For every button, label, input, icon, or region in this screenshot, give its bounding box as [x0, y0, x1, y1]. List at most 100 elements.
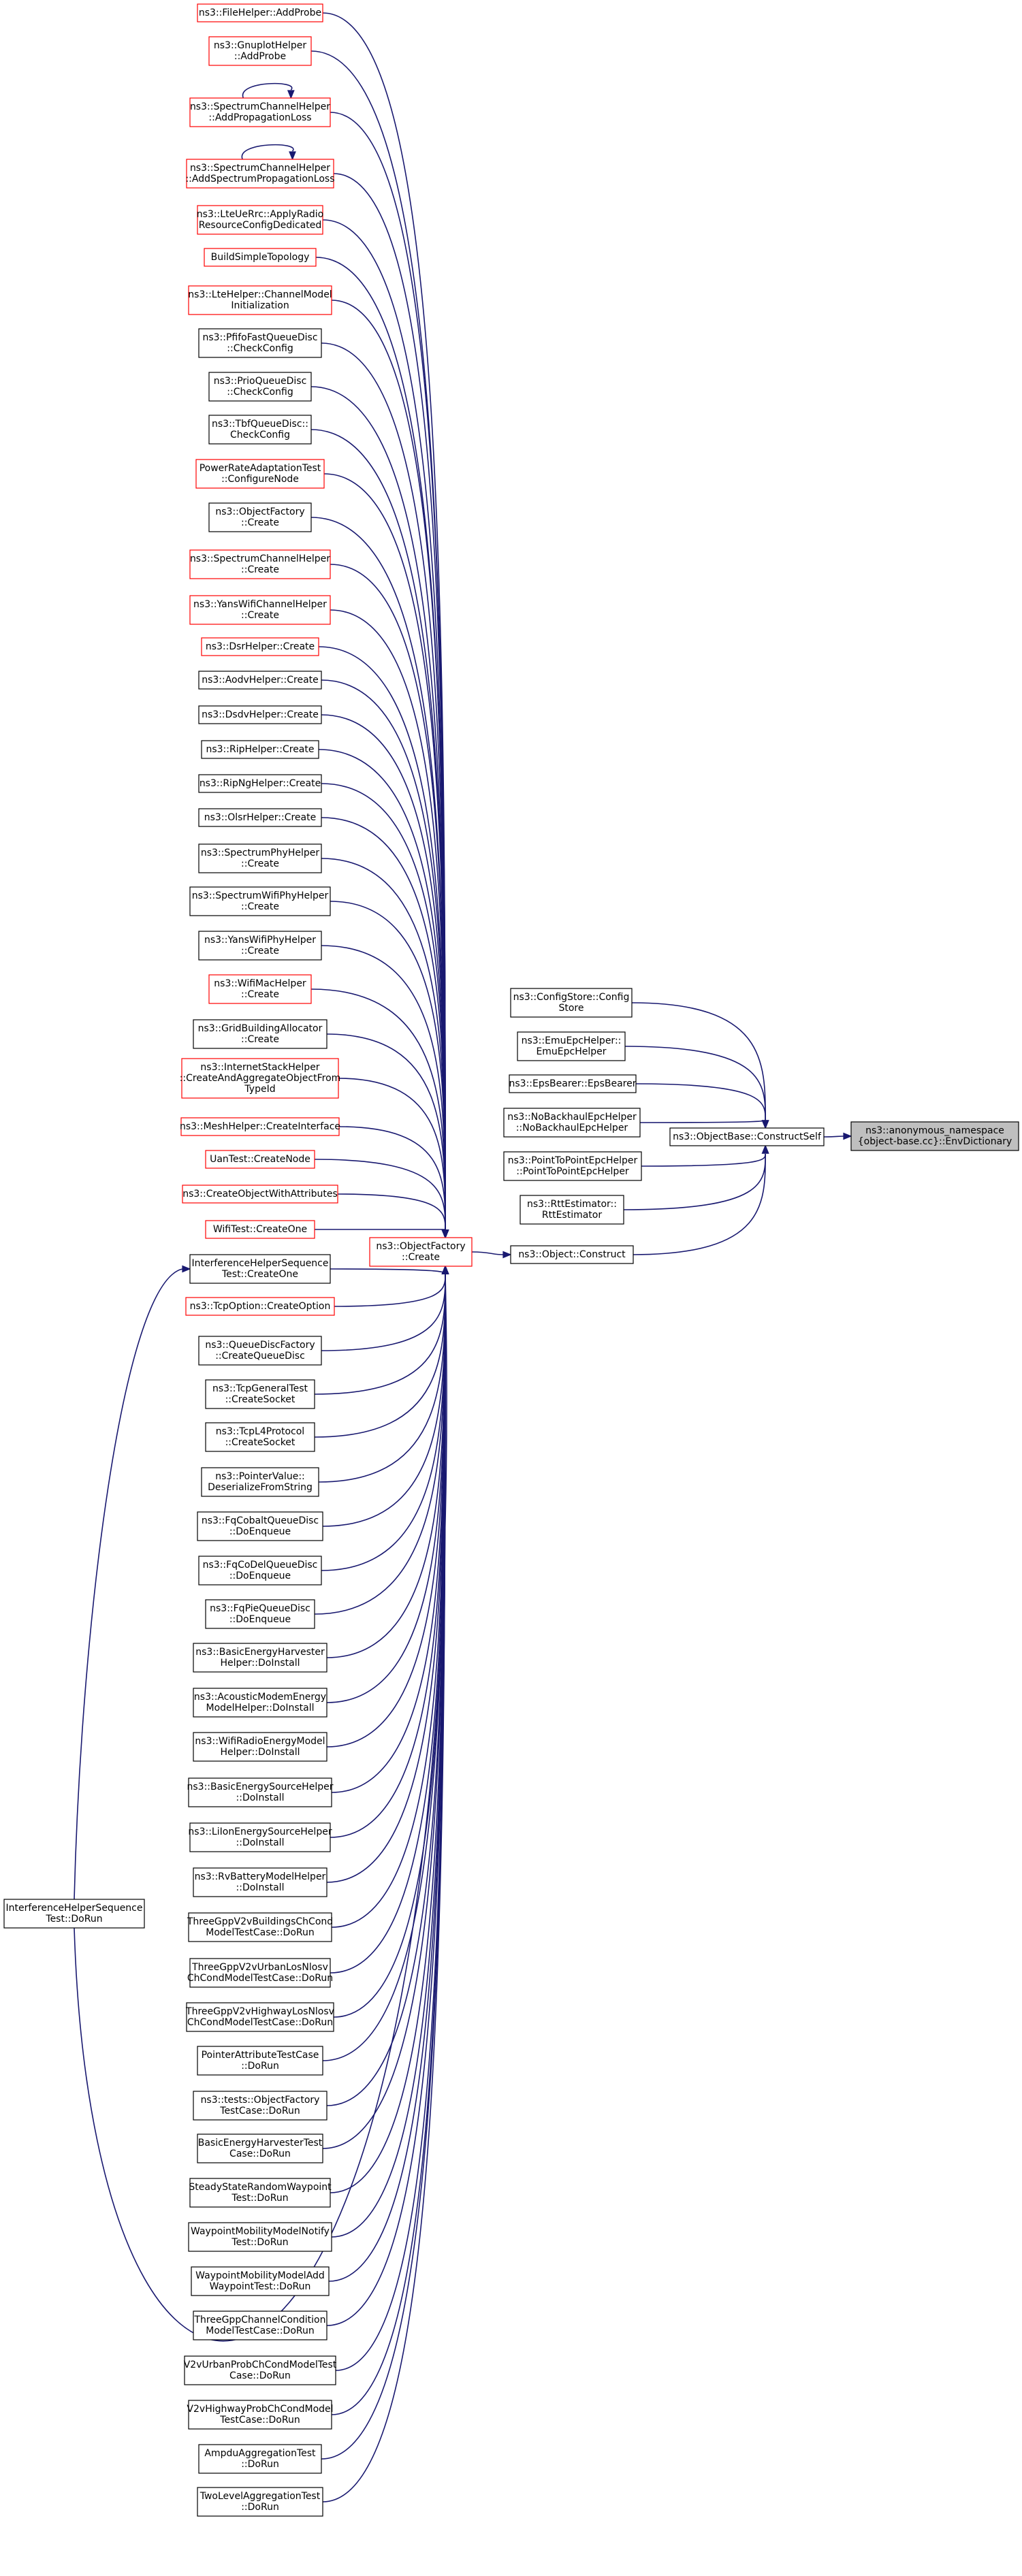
graph-node-m4[interactable]: ns3::PointToPointEpcHelper::PointToPoint… — [503, 1151, 642, 1181]
graph-node-n16[interactable]: ns3::DsdvHelper::Create — [198, 705, 322, 724]
graph-node-m1[interactable]: ns3::EmuEpcHelper::EmuEpcHelper — [517, 1031, 626, 1061]
graph-node-m2[interactable]: ns3::EpsBearer::EpsBearer — [509, 1074, 637, 1093]
node-box — [197, 1511, 323, 1541]
graph-node-ofc[interactable]: ns3::ObjectFactory::Create — [369, 1237, 473, 1267]
graph-node-n43[interactable]: ns3::LiIonEnergySourceHelper::DoInstall — [188, 1822, 332, 1852]
graph-node-n6[interactable]: ns3::LteHelper::ChannelModelInitializati… — [188, 285, 332, 315]
graph-node-n53[interactable]: WaypointMobilityModelAddWaypointTest::Do… — [191, 2266, 330, 2296]
graph-node-n4[interactable]: ns3::LteUeRrc::ApplyRadioResourceConfigD… — [197, 205, 323, 235]
node-label-line: ThreeGppV2vUrbanLosNlosv — [191, 1962, 328, 1973]
graph-node-n2[interactable]: ns3::SpectrumChannelHelper::AddPropagati… — [189, 97, 331, 127]
node-label-line: WaypointMobilityModelNotify — [191, 2226, 330, 2237]
node-box — [198, 1556, 322, 1585]
node-box — [208, 974, 312, 1004]
node-box — [509, 1074, 637, 1093]
graph-node-n10[interactable]: PowerRateAdaptationTest::ConfigureNode — [195, 459, 325, 489]
node-label-line: CheckConfig — [230, 430, 290, 440]
edge-ih-to-n30 — [74, 1265, 191, 1900]
graph-node-n8[interactable]: ns3::PrioQueueDisc::CheckConfig — [208, 372, 312, 402]
graph-node-n36[interactable]: ns3::FqCobaltQueueDisc::DoEnqueue — [197, 1511, 323, 1541]
graph-node-n5[interactable]: BuildSimpleTopology — [204, 248, 317, 267]
node-label-line: ns3::PfifoFastQueueDisc — [202, 332, 317, 343]
graph-node-n35[interactable]: ns3::PointerValue::DeserializeFromString — [201, 1467, 319, 1497]
graph-node-n46[interactable]: ThreeGppV2vUrbanLosNlosvChCondModelTestC… — [187, 1958, 333, 1988]
graph-node-n15[interactable]: ns3::AodvHelper::Create — [198, 671, 322, 690]
graph-node-n58[interactable]: TwoLevelAggregationTest::DoRun — [197, 2487, 323, 2517]
node-box — [197, 205, 323, 235]
graph-node-oc[interactable]: ns3::Object::Construct — [510, 1245, 634, 1264]
graph-node-n28[interactable]: ns3::CreateObjectWithAttributes — [182, 1185, 338, 1204]
node-box — [201, 1467, 319, 1497]
graph-node-n39[interactable]: ns3::BasicEnergyHarvesterHelper::DoInsta… — [193, 1643, 328, 1673]
graph-node-n30[interactable]: InterferenceHelperSequenceTest::CreateOn… — [189, 1254, 331, 1284]
graph-node-n41[interactable]: ns3::WifiRadioEnergyModelHelper::DoInsta… — [193, 1732, 328, 1762]
node-label-line: ns3::FileHelper::AddProbe — [199, 7, 321, 18]
node-label-line: Initialization — [231, 300, 289, 311]
graph-node-n57[interactable]: AmpduAggregationTest::DoRun — [198, 2444, 322, 2474]
graph-node-n44[interactable]: ns3::RvBatteryModelHelper::DoInstall — [193, 1867, 328, 1897]
node-label-line: Test::DoRun — [45, 1914, 102, 1925]
graph-node-n12[interactable]: ns3::SpectrumChannelHelper::Create — [189, 549, 331, 579]
graph-node-n24[interactable]: ns3::GridBuildingAllocator::Create — [193, 1019, 328, 1049]
graph-node-n45[interactable]: ThreeGppV2vBuildingsChCondModelTestCase:… — [187, 1912, 333, 1942]
graph-node-n14[interactable]: ns3::DsrHelper::Create — [201, 637, 319, 656]
graph-node-ed[interactable]: ns3::anonymous_namespace{object-base.cc}… — [850, 1121, 1019, 1151]
graph-node-n32[interactable]: ns3::QueueDiscFactory::CreateQueueDisc — [198, 1336, 322, 1366]
graph-node-n23[interactable]: ns3::WifiMacHelper::Create — [208, 974, 312, 1004]
graph-node-n22[interactable]: ns3::YansWifiPhyHelper::Create — [198, 931, 322, 961]
graph-node-m0[interactable]: ns3::ConfigStore::ConfigStore — [510, 988, 633, 1018]
graph-node-n25[interactable]: ns3::InternetStackHelper::CreateAndAggre… — [180, 1058, 341, 1099]
graph-node-n19[interactable]: ns3::OlsrHelper::Create — [198, 808, 322, 827]
node-label-line: ns3::RipNgHelper::Create — [199, 778, 321, 789]
node-label-line: Store — [558, 1003, 584, 1014]
graph-node-n27[interactable]: UanTest::CreateNode — [205, 1150, 315, 1169]
edge-n20-to-ofc — [321, 858, 449, 1239]
graph-node-n29[interactable]: WifiTest::CreateOne — [205, 1220, 315, 1239]
graph-node-n11[interactable]: ns3::ObjectFactory::Create — [208, 502, 312, 532]
graph-node-n54[interactable]: ThreeGppChannelConditionModelTestCase::D… — [193, 2311, 328, 2340]
graph-node-n21[interactable]: ns3::SpectrumWifiPhyHelper::Create — [189, 886, 331, 916]
graph-node-n42[interactable]: ns3::BasicEnergySourceHelper::DoInstall — [187, 1777, 334, 1807]
node-label-line: Test::CreateOne — [221, 1269, 298, 1280]
node-label-line: ::DoEnqueue — [229, 1614, 291, 1625]
graph-node-n37[interactable]: ns3::FqCoDelQueueDisc::DoEnqueue — [198, 1556, 322, 1585]
graph-node-n13[interactable]: ns3::YansWifiChannelHelper::Create — [189, 595, 331, 625]
node-label-line: ::DoEnqueue — [229, 1571, 291, 1581]
graph-node-n47[interactable]: ThreeGppV2vHighwayLosNlosvChCondModelTes… — [185, 2002, 334, 2032]
graph-node-n34[interactable]: ns3::TcpL4Protocol::CreateSocket — [205, 1422, 315, 1452]
graph-node-n9[interactable]: ns3::TbfQueueDisc::CheckConfig — [208, 415, 312, 445]
graph-node-n20[interactable]: ns3::SpectrumPhyHelper::Create — [198, 843, 322, 873]
node-label-line: V2vHighwayProbChCondModel — [187, 2404, 333, 2415]
graph-node-n40[interactable]: ns3::AcousticModemEnergyModelHelper::DoI… — [193, 1688, 328, 1718]
edge-n0-to-ofc — [322, 12, 449, 1239]
graph-node-n0[interactable]: ns3::FileHelper::AddProbe — [197, 3, 323, 22]
node-label-line: RttEstimator — [542, 1210, 602, 1221]
node-label-line: ::CheckConfig — [227, 387, 293, 398]
node-label-line: ns3::AcousticModemEnergy — [194, 1692, 326, 1703]
graph-node-n18[interactable]: ns3::RipNgHelper::Create — [198, 774, 322, 793]
graph-node-n33[interactable]: ns3::TcpGeneralTest::CreateSocket — [205, 1379, 315, 1409]
edge-n12-to-ofc — [330, 564, 449, 1239]
node-label-line: Test::DoRun — [231, 2193, 288, 2204]
graph-node-cs[interactable]: ns3::ObjectBase::ConstructSelf — [669, 1127, 825, 1146]
node-box — [189, 549, 331, 579]
graph-node-n38[interactable]: ns3::FqPieQueueDisc::DoEnqueue — [205, 1599, 315, 1629]
node-label-line: ::DoRun — [241, 2459, 279, 2470]
graph-node-n3[interactable]: ns3::SpectrumChannelHelper::AddSpectrumP… — [185, 159, 335, 189]
graph-node-n7[interactable]: ns3::PfifoFastQueueDisc::CheckConfig — [198, 328, 322, 358]
graph-node-n26[interactable]: ns3::MeshHelper::CreateInterface — [180, 1117, 340, 1136]
node-box — [195, 459, 325, 489]
graph-node-m3[interactable]: ns3::NoBackhaulEpcHelper::NoBackhaulEpcH… — [503, 1108, 641, 1138]
graph-node-n17[interactable]: ns3::RipHelper::Create — [201, 740, 319, 759]
graph-node-n48[interactable]: PointerAttributeTestCase::DoRun — [197, 2046, 323, 2076]
graph-node-n1[interactable]: ns3::GnuplotHelper::AddProbe — [208, 36, 312, 66]
graph-node-m5[interactable]: ns3::RttEstimator::RttEstimator — [520, 1195, 624, 1225]
graph-node-n31[interactable]: ns3::TcpOption::CreateOption — [185, 1297, 335, 1316]
